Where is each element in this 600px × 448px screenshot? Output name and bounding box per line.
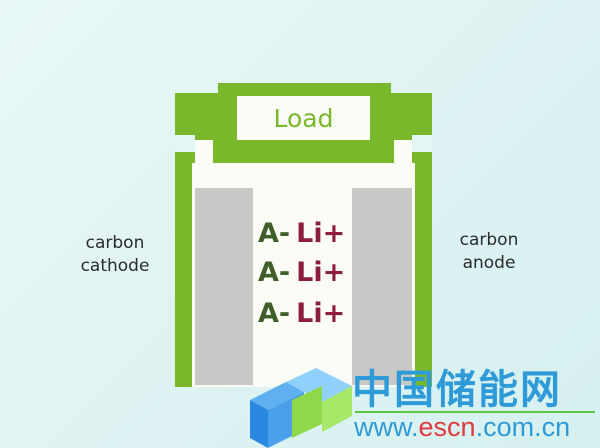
- url-prefix: www.: [354, 412, 419, 442]
- load-label: Load: [273, 103, 334, 133]
- url-brand: escn: [418, 412, 476, 442]
- ion-pair: A-Li+: [258, 257, 358, 288]
- anion-label: A-: [258, 298, 291, 329]
- cation-label: Li+: [296, 298, 346, 329]
- watermark-divider: [355, 411, 595, 413]
- inner-notch-right: [394, 140, 412, 165]
- anode-electrode: [352, 188, 412, 385]
- cation-label: Li+: [296, 257, 346, 288]
- watermark-url: www.escn.com.cn: [354, 412, 570, 443]
- anode-label: carbon anode: [444, 229, 534, 275]
- cathode-electrode: [195, 188, 253, 385]
- frame-notch-right: [412, 135, 432, 152]
- load-box: Load: [237, 96, 370, 140]
- ion-pair: A-Li+: [258, 218, 358, 249]
- url-suffix: .com.cn: [475, 412, 571, 442]
- cathode-label: carbon cathode: [70, 232, 160, 278]
- frame-notch-left: [175, 135, 195, 152]
- cation-label: Li+: [296, 218, 346, 249]
- anode-label-line1: carbon: [459, 230, 519, 250]
- cathode-label-line2: cathode: [80, 256, 150, 276]
- anode-label-line2: anode: [462, 253, 516, 273]
- inner-notch-left: [195, 140, 213, 165]
- cathode-label-line1: carbon: [85, 233, 145, 253]
- ion-pair: A-Li+: [258, 298, 358, 329]
- watermark-chinese: 中国储能网: [352, 366, 562, 413]
- anion-label: A-: [258, 218, 291, 249]
- anion-label: A-: [258, 257, 291, 288]
- logo-cube-icon: [250, 368, 352, 448]
